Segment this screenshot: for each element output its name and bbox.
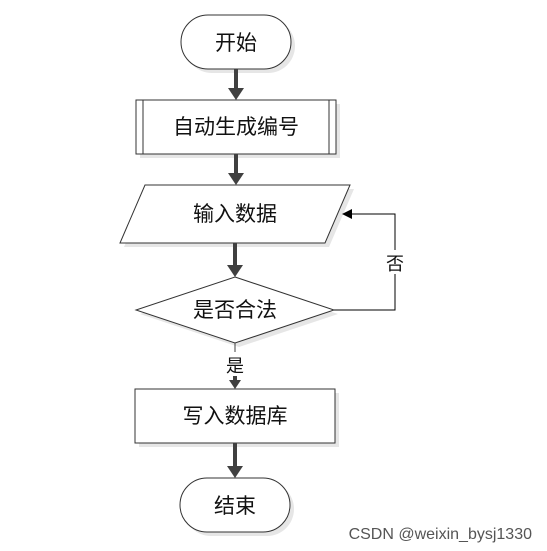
autogen-label: 自动生成编号 [173, 115, 299, 139]
arrow-autogen-to-input [228, 154, 244, 185]
end-node: 结束 [179, 477, 294, 536]
start-label: 开始 [215, 31, 257, 55]
arrow-check-to-write: 是 [226, 343, 244, 389]
input-node: 输入数据 [119, 184, 354, 247]
start-node: 开始 [180, 14, 295, 73]
watermark: CSDN @weixin_bysj1330 [349, 526, 533, 543]
write-label: 写入数据库 [183, 404, 288, 428]
input-label: 输入数据 [193, 202, 277, 226]
autogen-node: 自动生成编号 [135, 99, 340, 158]
end-label: 结束 [214, 494, 256, 518]
arrow-write-to-end [227, 443, 243, 478]
arrow-start-to-autogen [228, 69, 244, 100]
no-label: 否 [386, 254, 404, 275]
check-label: 是否合法 [193, 298, 277, 322]
arrow-no-loop: 否 [334, 209, 407, 311]
write-node: 写入数据库 [134, 388, 339, 447]
yes-label: 是 [226, 356, 244, 377]
check-node: 是否合法 [134, 276, 338, 347]
arrow-input-to-check [227, 243, 243, 277]
